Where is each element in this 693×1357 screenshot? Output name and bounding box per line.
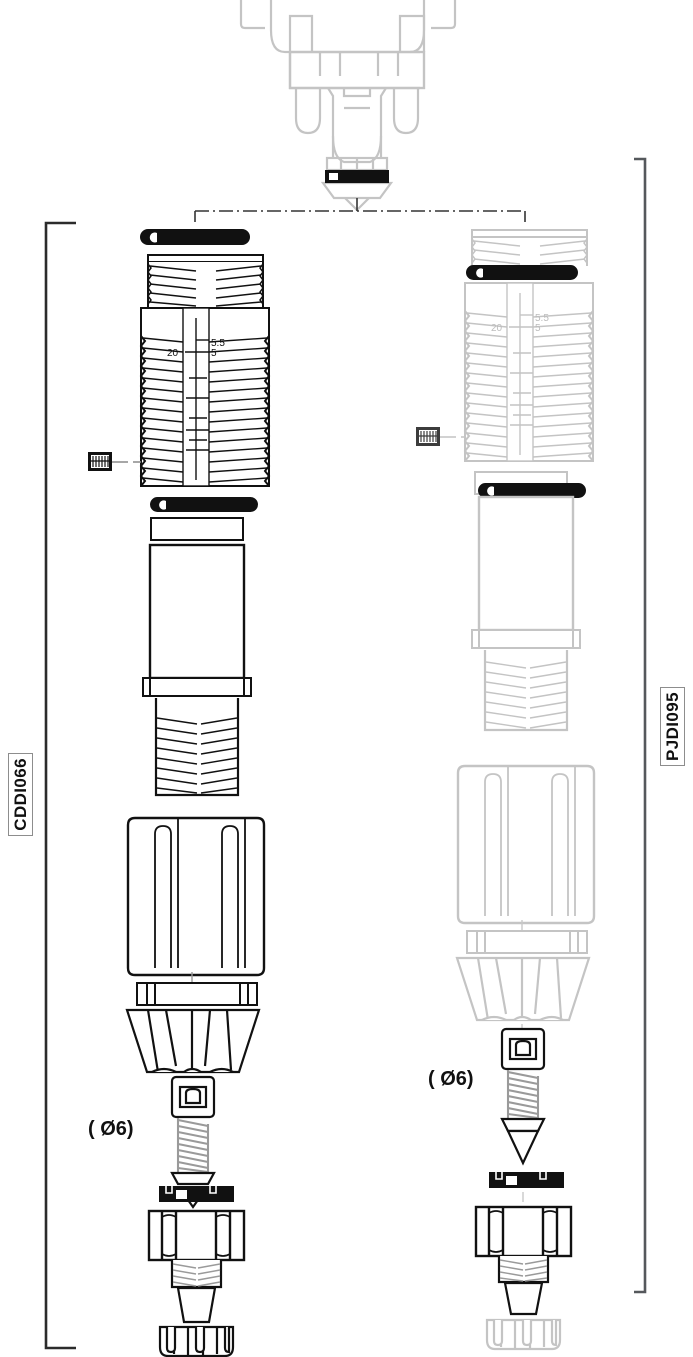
right-tapered-collet — [455, 956, 591, 1022]
right-seal-band-mid — [478, 483, 586, 498]
right-cone-tip — [500, 1117, 546, 1166]
right-threaded-nipple — [471, 229, 588, 266]
right-hex-nut-body — [474, 1205, 573, 1258]
column-right: 5.5 20 5 — [416, 229, 596, 1351]
column-left: 5.5 20 5 — [88, 229, 271, 1357]
left-stem-threads — [156, 717, 238, 794]
left-seal-band-mid — [150, 497, 258, 512]
diameter-callout-right: ( Ø6) — [428, 1068, 474, 1090]
left-tapered-collet — [125, 1008, 261, 1074]
label-code-right: PJDI095 — [663, 692, 682, 761]
top-assembly-seal-band — [325, 170, 389, 183]
right-grip-flutes — [484, 766, 576, 916]
right-threaded-stem — [483, 650, 569, 732]
label-box-left: CDDI066 — [8, 753, 33, 836]
left-flange — [142, 677, 252, 697]
left-grip-flutes — [154, 818, 246, 968]
left-black-clip-band — [159, 1186, 234, 1202]
label-code-left: CDDI066 — [11, 758, 30, 831]
right-knurled-cap — [485, 1318, 562, 1351]
left-barbed-outlet — [176, 1286, 217, 1324]
right-barrel-threads — [463, 310, 595, 462]
right-scale-left-value: 20 — [491, 323, 503, 334]
right-knurled-grip — [456, 764, 596, 925]
right-scale-marks — [509, 293, 533, 455]
right-outlet-thread — [497, 1256, 550, 1284]
right-flange — [471, 629, 581, 649]
left-scale-left-value: 20 — [167, 348, 179, 359]
right-nipple-threads — [471, 238, 588, 265]
left-graduated-barrel — [140, 307, 270, 487]
centerline-drops — [194, 198, 526, 222]
left-seal-band-top — [140, 229, 250, 245]
right-barbed-outlet — [503, 1281, 544, 1316]
left-scale-marks — [185, 318, 209, 480]
right-seal-band-top — [466, 265, 578, 280]
right-spacer-ring — [466, 930, 588, 954]
bracket-right — [634, 157, 647, 1294]
right-plain-body-tube — [477, 495, 575, 632]
right-stem-threads — [485, 661, 567, 729]
right-scale-right-value: 5 — [535, 323, 541, 334]
right-coil-spring — [506, 1070, 540, 1120]
threaded-insert-icon-right — [416, 427, 440, 446]
left-plain-body-tube — [148, 543, 246, 680]
left-scale-right-value: 5 — [211, 348, 217, 359]
left-pin-head — [170, 1075, 216, 1119]
left-scale-top-value: 5.5 — [211, 338, 225, 349]
left-knurled-cap — [158, 1325, 235, 1357]
left-collar-ring — [150, 517, 244, 541]
left-barrel-threads — [139, 335, 271, 487]
threaded-insert-icon-left — [88, 452, 112, 471]
label-box-right: PJDI095 — [660, 687, 685, 766]
bracket-left — [44, 221, 76, 1350]
left-knurled-grip — [126, 816, 266, 977]
left-hex-nut-body — [147, 1209, 246, 1262]
left-spacer-ring — [136, 982, 258, 1006]
left-nipple-threads — [147, 263, 264, 307]
diameter-callout-left: ( Ø6) — [88, 1118, 134, 1140]
right-pin-head — [500, 1027, 546, 1071]
right-black-clip-band — [489, 1172, 564, 1188]
left-coil-spring — [176, 1118, 210, 1174]
right-scale-top-value: 5.5 — [535, 313, 549, 324]
left-threaded-nipple — [147, 254, 264, 307]
